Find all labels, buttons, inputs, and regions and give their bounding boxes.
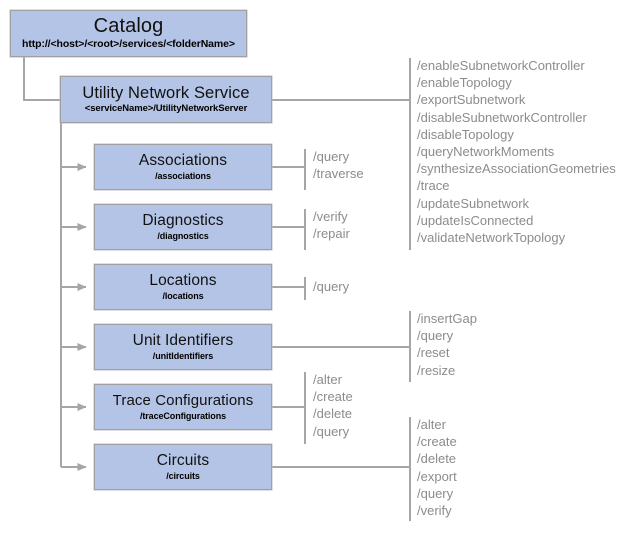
node-catalog-title: Catalog [93, 15, 164, 38]
node-utility-network-service[interactable]: Utility Network Service <serviceName>/Ut… [60, 76, 272, 123]
operation-item: /create [417, 434, 457, 450]
node-locations[interactable]: Locations /locations [94, 264, 272, 310]
node-utility-network-service-path: <serviceName>/UtilityNetworkServer [84, 103, 248, 115]
operation-item: /enableTopology [417, 75, 512, 91]
operations-diagnostics: /verify/repair [313, 208, 350, 242]
operation-item: /verify [417, 503, 452, 519]
operation-item: /validateNetworkTopology [417, 230, 566, 246]
operation-item: /delete [313, 406, 353, 422]
node-diagnostics-title: Diagnostics [142, 211, 224, 229]
operation-item: /alter [417, 417, 446, 432]
operation-item: /export [417, 468, 457, 484]
node-diagnostics[interactable]: Diagnostics /diagnostics [94, 204, 272, 250]
node-diagnostics-path: /diagnostics [157, 230, 209, 241]
operation-item: /updateSubnetwork [417, 195, 530, 211]
operation-item: /query [417, 328, 454, 344]
node-catalog-path: http://<host>/<root>/services/<folderNam… [22, 38, 235, 51]
node-unit-identifiers-title: Unit Identifiers [132, 331, 234, 349]
operation-item: /insertGap [417, 311, 477, 326]
node-circuits-title: Circuits [156, 451, 210, 469]
operation-item: /delete [417, 451, 457, 467]
node-locations-title: Locations [149, 271, 217, 289]
operation-item: /create [313, 389, 353, 405]
node-unit-identifiers[interactable]: Unit Identifiers /unitIdentifiers [94, 324, 272, 370]
operations-trace-configurations: /alter/create/delete/query [313, 371, 353, 440]
operation-item: /query [313, 149, 350, 164]
operation-item: /reset [417, 345, 450, 361]
operation-item: /repair [313, 226, 350, 242]
node-catalog[interactable]: Catalog http://<host>/<root>/services/<f… [10, 10, 247, 57]
node-associations[interactable]: Associations /associations [94, 144, 272, 190]
operation-item: /alter [313, 372, 342, 387]
node-trace-configurations-title: Trace Configurations [112, 391, 254, 409]
node-locations-path: /locations [162, 290, 204, 301]
node-associations-path: /associations [155, 170, 211, 181]
operation-item: /verify [313, 209, 348, 224]
operation-item: /trace [417, 178, 450, 194]
operation-item: /updateIsConnected [417, 212, 534, 228]
operation-item: /enableSubnetworkController [417, 58, 585, 73]
node-utility-network-service-title: Utility Network Service [82, 83, 250, 102]
node-trace-configurations-path: /traceConfigurations [139, 410, 226, 421]
operations-utility-network-service: /enableSubnetworkController/enableTopolo… [417, 57, 616, 246]
operations-circuits: /alter/create/delete/export/query/verify [417, 416, 457, 519]
node-unit-identifiers-path: /unitIdentifiers [152, 350, 214, 361]
operation-item: /query [313, 279, 350, 294]
operation-item: /disableTopology [417, 126, 514, 142]
operation-item: /resize [417, 362, 456, 378]
operation-item: /disableSubnetworkController [417, 109, 587, 125]
operation-item: /queryNetworkMoments [417, 144, 555, 160]
operation-item: /exportSubnetwork [417, 92, 526, 108]
operation-item: /query [417, 485, 454, 501]
node-associations-title: Associations [138, 151, 228, 169]
operation-item: /synthesizeAssociationGeometries [417, 161, 616, 177]
node-circuits-path: /circuits [166, 470, 200, 481]
node-circuits[interactable]: Circuits /circuits [94, 444, 272, 490]
node-trace-configurations[interactable]: Trace Configurations /traceConfiguration… [94, 384, 272, 430]
operations-associations: /query/traverse [313, 148, 364, 182]
operation-item: /query [313, 423, 350, 439]
operations-locations: /query [313, 278, 349, 295]
operations-unit-identifiers: /insertGap/query/reset/resize [417, 310, 477, 379]
operation-item: /traverse [313, 166, 364, 182]
